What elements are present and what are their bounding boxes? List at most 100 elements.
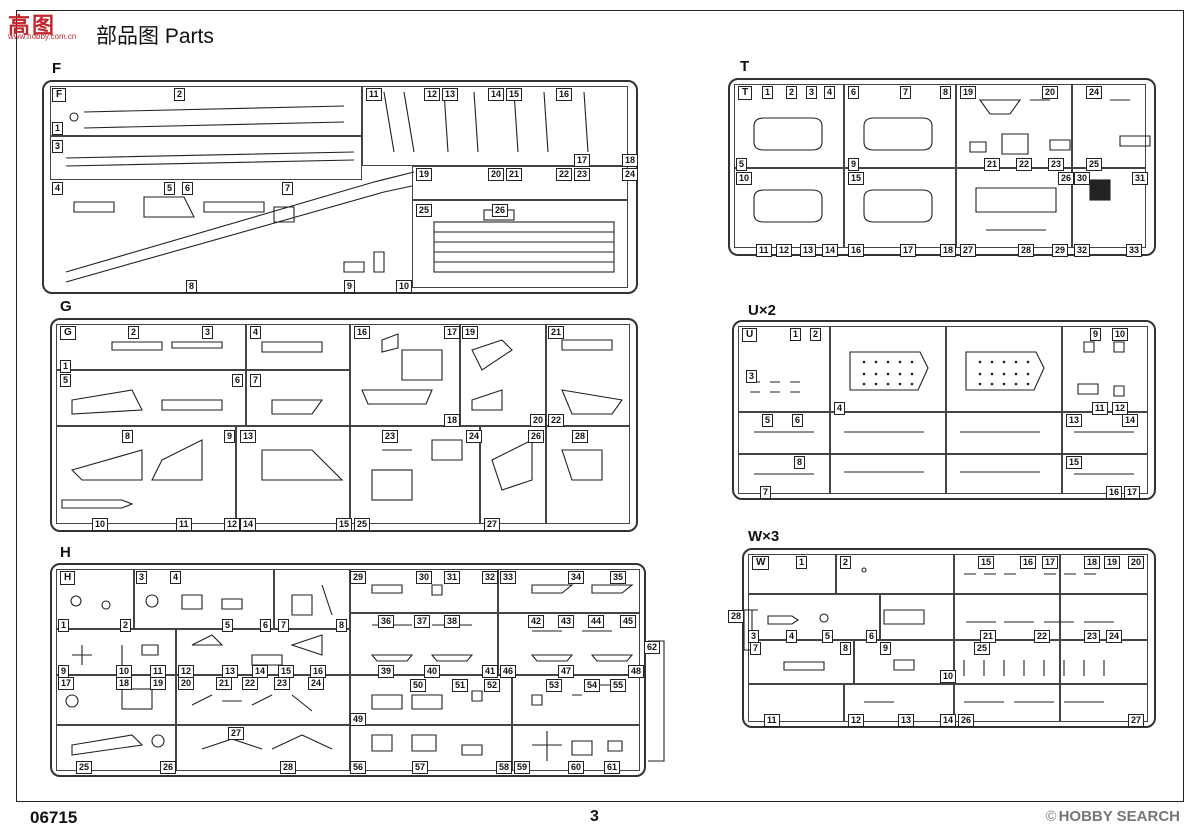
part-num: 45 [620, 615, 637, 628]
sprue-t-cell [1072, 168, 1146, 248]
part-num: 27 [484, 518, 501, 531]
sprue-w-cell [880, 594, 954, 640]
part-num: 11 [1092, 402, 1108, 415]
watermark: ©HOBBY SEARCH [1045, 808, 1180, 825]
part-num: 6 [866, 630, 878, 643]
part-num: 16 [1020, 556, 1037, 569]
part-num: 8 [336, 619, 348, 632]
sprue-t-cell [844, 84, 956, 168]
part-num: 7 [900, 86, 912, 99]
part-num: 36 [378, 615, 395, 628]
sprue-u-cell [946, 326, 1062, 412]
part-num: 28 [1018, 244, 1035, 257]
part-num: 51 [452, 679, 469, 692]
part-num: 18 [1084, 556, 1101, 569]
sprue-h-cell [56, 569, 134, 629]
part-num: 23 [1084, 630, 1101, 643]
part-num: 38 [444, 615, 461, 628]
part-num: 26 [958, 714, 975, 727]
sprue-u-cell [738, 454, 830, 494]
sprue-t-parts [753, 99, 1151, 231]
sprue-u-cell [946, 412, 1062, 454]
part-num: 43 [558, 615, 575, 628]
part-num: 56 [350, 761, 367, 774]
part-num: 21 [548, 326, 565, 339]
part-num: 22 [1016, 158, 1033, 171]
part-num: 32 [1074, 244, 1091, 257]
part-num: 13 [240, 430, 257, 443]
sprue-h-cell [134, 569, 274, 629]
part-num: 19 [416, 168, 433, 181]
part-num: 47 [558, 665, 575, 678]
part-num: 15 [336, 518, 353, 531]
part-num: 29 [350, 571, 367, 584]
part-num: 42 [528, 615, 545, 628]
part-num: 57 [412, 761, 429, 774]
sprue-t-label: T [740, 58, 750, 75]
part-num: 25 [1086, 158, 1103, 171]
sprue-g-cell [460, 324, 546, 426]
sprue-w-cell [1060, 684, 1148, 722]
part-num: 9 [848, 158, 860, 171]
sprue-w-cell [748, 594, 880, 640]
sprue-t-cell [734, 84, 844, 168]
sprue-f-cell [412, 200, 628, 288]
part-num: 23 [574, 168, 591, 181]
part-num: 13 [442, 88, 459, 101]
part-num: 4 [824, 86, 836, 99]
part-num: 33 [500, 571, 517, 584]
part-num: 52 [484, 679, 501, 692]
part-num: 20 [488, 168, 505, 181]
sprue-u-tag: U [742, 328, 758, 342]
part-num: 22 [242, 677, 259, 690]
part-num: 48 [628, 665, 645, 678]
sprue-h-cell [350, 725, 512, 771]
part-num: 5 [222, 619, 234, 632]
sprue-h-label: H [60, 544, 71, 561]
part-num: 16 [556, 88, 573, 101]
part-num: 20 [178, 677, 195, 690]
sprue-w-cell [1060, 640, 1148, 684]
part-num: 18 [622, 154, 639, 167]
part-num: 2 [840, 556, 852, 569]
sprue-g-cell [350, 324, 460, 426]
part-num: 10 [92, 518, 109, 531]
part-num: 3 [136, 571, 148, 584]
sprue-u-cell [1062, 454, 1148, 494]
sprue-g-cell [350, 426, 480, 524]
part-num: 31 [1132, 172, 1149, 185]
part-num: 14 [252, 665, 269, 678]
part-num: 15 [1066, 456, 1083, 469]
part-num: 61 [604, 761, 621, 774]
part-num: 30 [1074, 172, 1091, 185]
part-num: 12 [848, 714, 865, 727]
part-num: 40 [424, 665, 441, 678]
part-num: 6 [848, 86, 860, 99]
sprue-g-cell [236, 426, 350, 524]
part-num: 12 [424, 88, 441, 101]
part-num: 24 [1086, 86, 1103, 99]
part-num: 24 [466, 430, 483, 443]
sprue-g-tag: G [60, 326, 76, 340]
part-num: 3 [806, 86, 818, 99]
part-num: 12 [776, 244, 793, 257]
sprue-u-cell [830, 412, 946, 454]
sprue-w-tag: W [752, 556, 770, 570]
sprue-u: U 1 2 3 4 5 6 7 8 9 10 11 12 13 14 15 16… [732, 320, 1156, 500]
part-num: 10 [396, 280, 413, 293]
sprue-w-cell [954, 594, 1060, 640]
sprue-h-parts [65, 584, 665, 762]
sprue-u-parts [750, 341, 1134, 475]
sprue-w-cell [954, 554, 1060, 594]
part-num: 6 [182, 182, 194, 195]
part-num: 10 [736, 172, 753, 185]
part-num: 34 [568, 571, 585, 584]
sprue-t-cell [1072, 84, 1146, 168]
sprue-w: W 1 2 3 4 5 6 7 8 9 10 11 12 13 14 15 16… [728, 548, 1156, 728]
part-num: 13 [800, 244, 817, 257]
part-num: 16 [1106, 486, 1123, 499]
part-num: 11 [764, 714, 780, 727]
part-num: 60 [568, 761, 585, 774]
part-num: 2 [174, 88, 186, 101]
part-num: 4 [170, 571, 182, 584]
